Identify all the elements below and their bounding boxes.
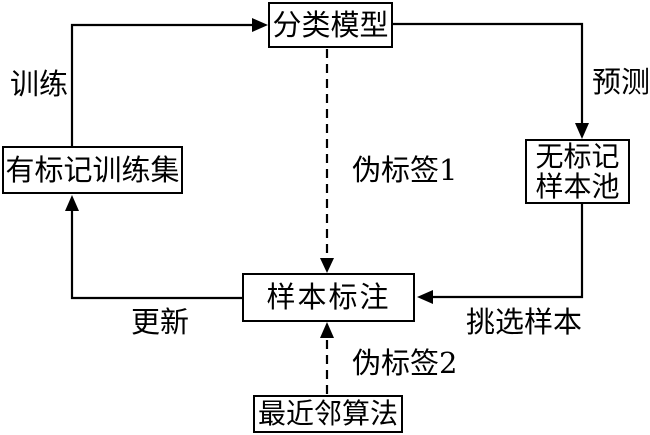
edge-label-train: 训练 (10, 67, 69, 101)
edge-train-line (70, 23, 252, 146)
edge-pseudo-label-2-arrowhead (320, 322, 334, 338)
node-unlabeled-sample-pool-line1: 无标记 (535, 140, 620, 174)
node-classification-model: 分类模型 (268, 2, 393, 48)
edge-predict-arrowhead (575, 123, 589, 139)
node-unlabeled-sample-pool: 无标记 样本池 (525, 139, 630, 204)
edge-select-samples-arrowhead (417, 290, 433, 304)
node-nearest-neighbor-algorithm: 最近邻算法 (253, 395, 403, 433)
edge-train-arrowhead (252, 18, 268, 32)
node-sample-annotation-label: 样本标注 (266, 280, 391, 315)
node-classification-model-label: 分类模型 (272, 7, 389, 42)
edge-pseudo-label-1-arrowhead (320, 258, 334, 273)
edge-label-pseudo-label-2: 伪标签2 (352, 346, 458, 380)
edge-update-arrowhead (65, 195, 79, 211)
edge-label-predict: 预测 (592, 65, 650, 99)
edge-label-pseudo-label-1: 伪标签1 (352, 153, 458, 187)
node-nearest-neighbor-algorithm-label: 最近邻算法 (257, 397, 398, 431)
edge-update-line (70, 211, 242, 300)
edge-select-samples-line (433, 204, 584, 299)
edge-label-update: 更新 (131, 305, 190, 339)
node-labeled-training-set-label: 有标记训练集 (5, 152, 180, 187)
node-unlabeled-sample-pool-line2: 样本池 (535, 169, 620, 203)
node-sample-annotation: 样本标注 (242, 273, 415, 322)
node-labeled-training-set: 有标记训练集 (2, 146, 183, 194)
edge-predict-line (393, 22, 584, 123)
edge-label-select-samples: 挑选样本 (466, 305, 583, 339)
